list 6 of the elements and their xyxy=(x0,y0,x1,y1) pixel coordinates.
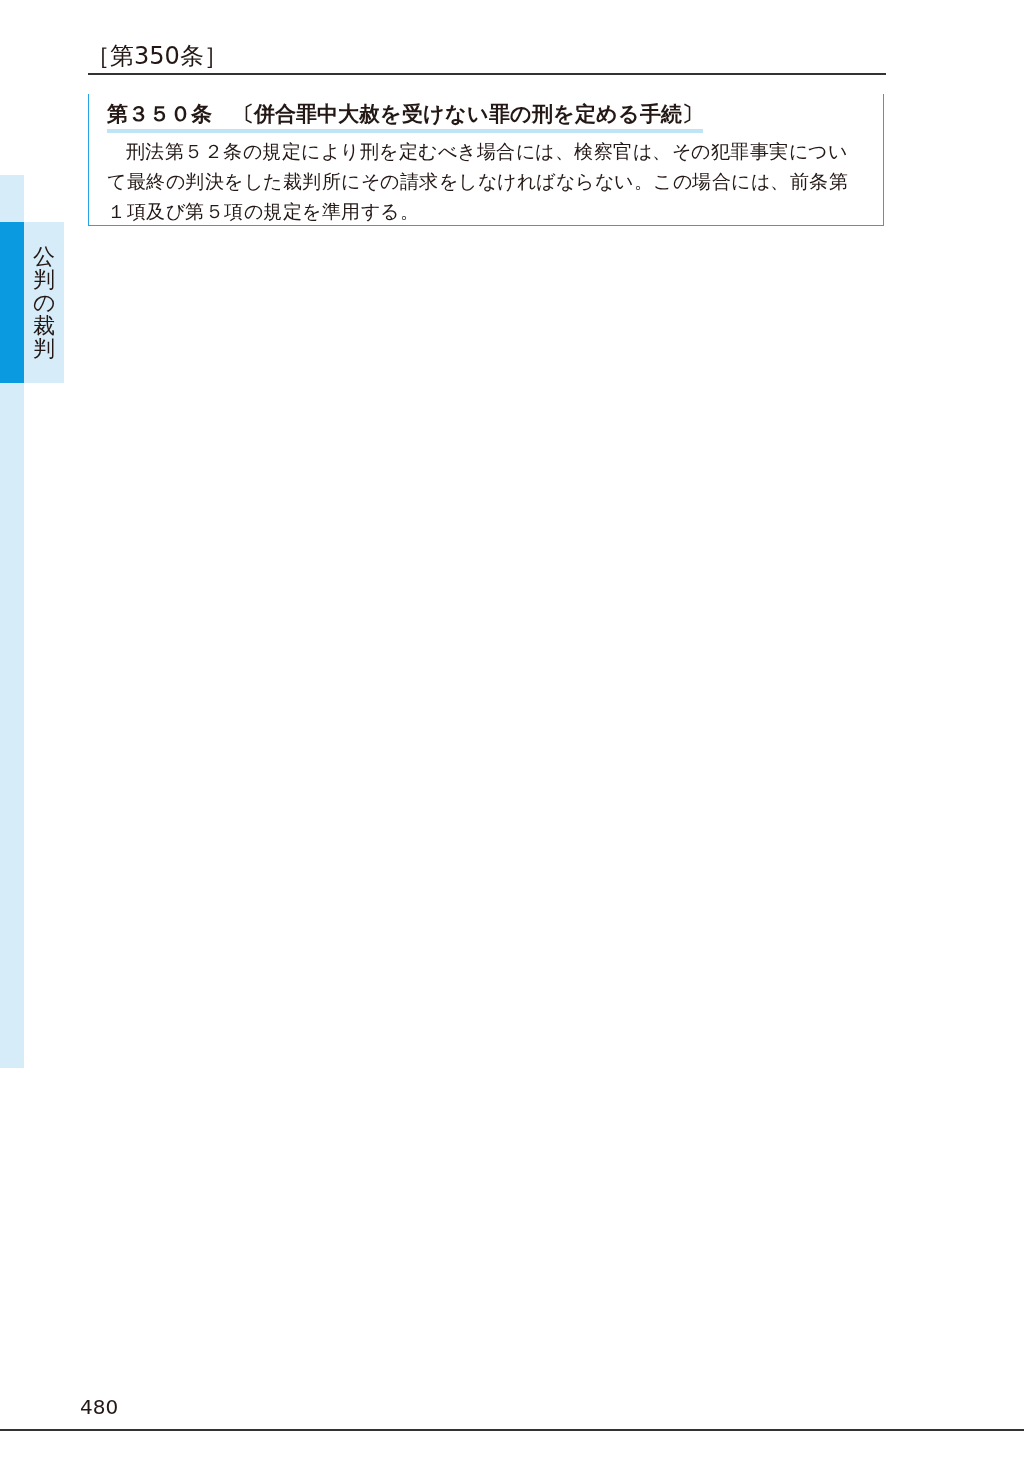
article-box xyxy=(88,94,884,226)
chapter-tab-label: 公判の裁判 xyxy=(32,245,56,360)
running-head: ［第350条］ xyxy=(86,41,228,72)
article-text: 刑法第５２条の規定により刑を定むべき場合には、検察官は、その犯罪事実について最終の判決をした裁判所にその請求をしなければならない。この場合には、前条第１項及び第５項の規定を準用する。 xyxy=(107,140,849,224)
page-number: 480 xyxy=(80,1395,119,1419)
article-heading: 第３５０条 〔併合罪中大赦を受けない罪の刑を定める手続〕 xyxy=(107,100,703,133)
